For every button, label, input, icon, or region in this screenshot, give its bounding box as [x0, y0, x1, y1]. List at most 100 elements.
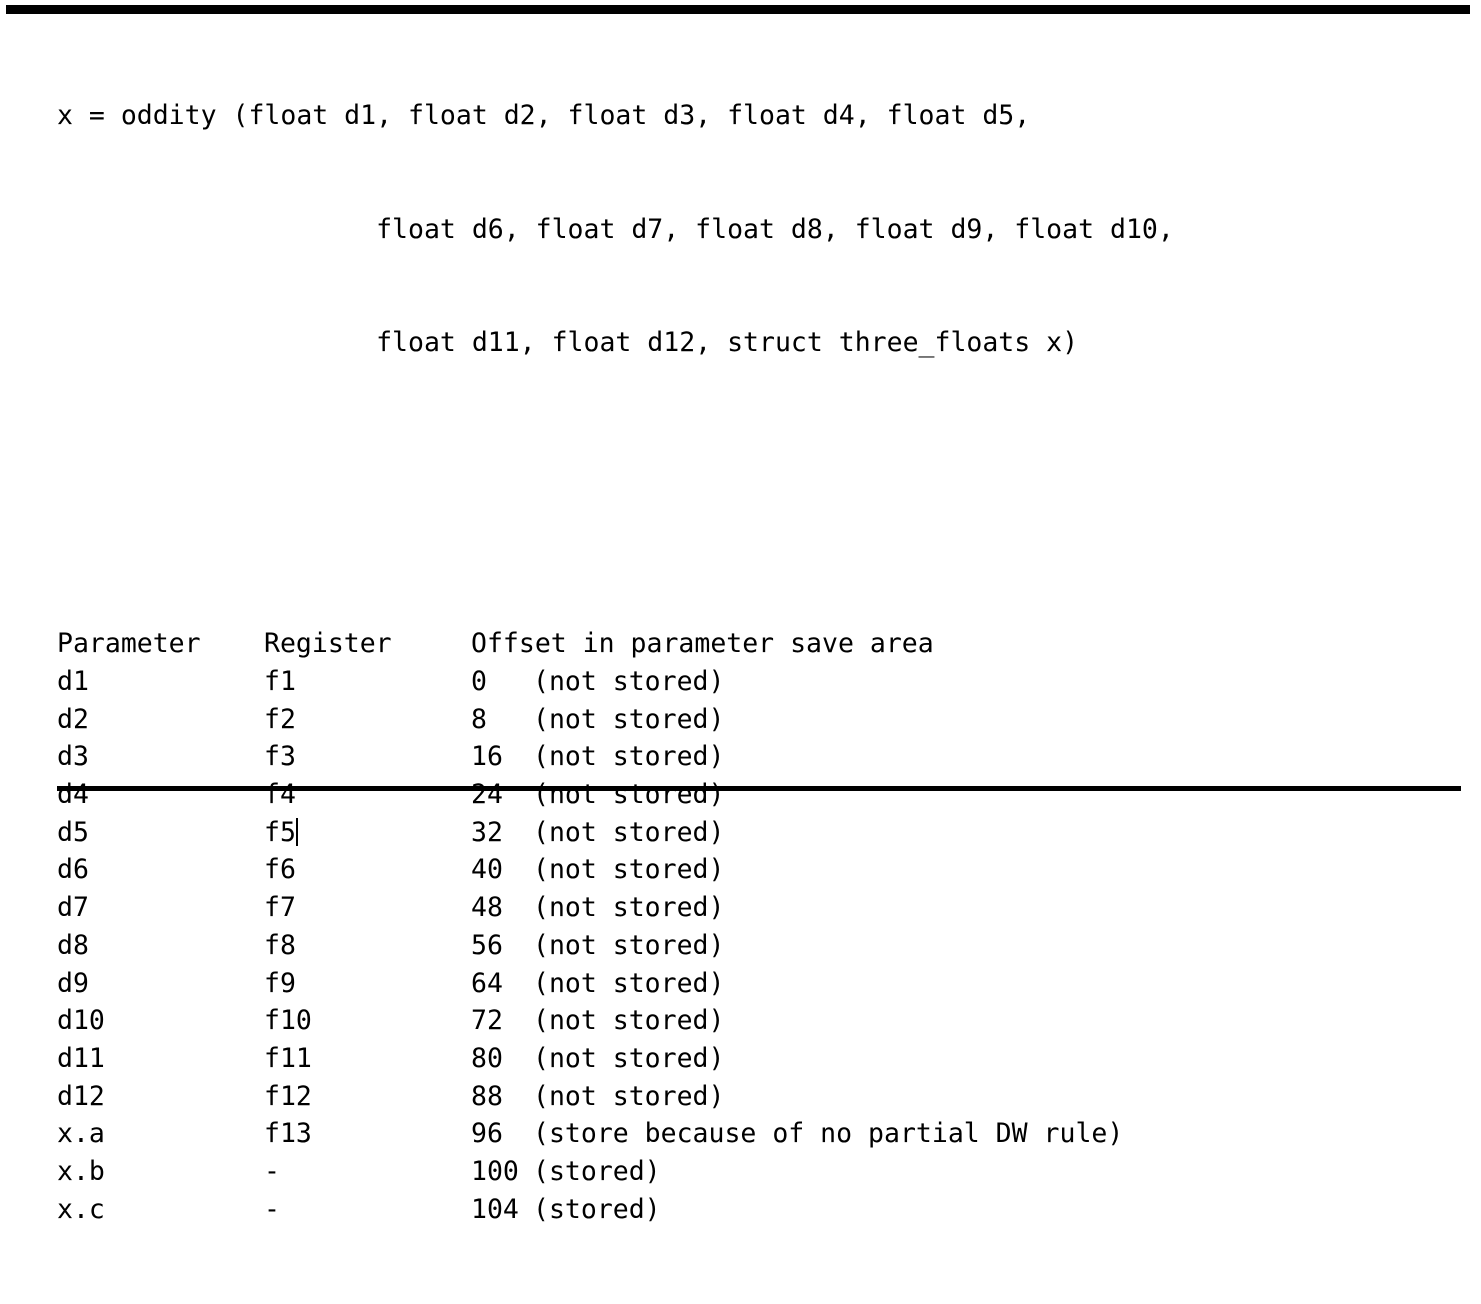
cell-offset: 0(not stored)	[471, 663, 1466, 701]
offset-note: (not stored)	[533, 854, 725, 886]
register-allocation-table: Parameter Register Offset in parameter s…	[57, 625, 1466, 1228]
header-parameter: Parameter	[57, 628, 201, 660]
table-row: d11 f11 80 (not stored)	[57, 1040, 1466, 1078]
offset-note: (not stored)	[533, 929, 725, 961]
cell-register: f2	[264, 701, 471, 739]
cell-register: f8	[264, 927, 471, 965]
cell-register: -	[264, 1191, 471, 1229]
cell-register: -	[264, 1153, 471, 1191]
register-value: f10	[264, 1005, 312, 1037]
register-value: f13	[264, 1118, 312, 1150]
cell-parameter: d7	[57, 892, 89, 924]
register-value: f12	[264, 1080, 312, 1112]
table-row: d8 f8 56 (not stored)	[57, 927, 1466, 965]
cell-offset: 8 (not stored)	[471, 701, 1466, 739]
cell-register: f13	[264, 1115, 471, 1153]
cell-parameter: x.c	[57, 1193, 105, 1225]
cell-parameter: d11	[57, 1042, 105, 1074]
cell-register: f11	[264, 1040, 471, 1078]
offset-note: (not stored)	[533, 665, 725, 697]
cell-offset: 100 (stored)	[471, 1153, 1466, 1191]
cell-offset: 16 (not stored)	[471, 738, 1466, 776]
cell-register: f7	[264, 889, 471, 927]
cell-register: f3	[264, 738, 471, 776]
code-listing[interactable]: x = oddity (float d1, float d2, float d3…	[57, 22, 1467, 1304]
table-row: d2 f2 8 (not stored)	[57, 701, 1466, 739]
offset-note: (not stored)	[533, 967, 725, 999]
cell-offset: 48(not stored)	[471, 889, 1466, 927]
offset-value: 80	[471, 1042, 503, 1074]
cell-parameter: x.b	[57, 1156, 105, 1188]
offset-note: (not stored)	[533, 816, 725, 848]
cell-register: f12	[264, 1078, 471, 1116]
cell-register: f6	[264, 851, 471, 889]
offset-value: 40	[471, 854, 503, 886]
table-row: d6 f6 40 (not stored)	[57, 851, 1466, 889]
offset-note: (stored)	[533, 1193, 661, 1225]
text-cursor-caret	[295, 817, 298, 846]
cell-offset: 80 (not stored)	[471, 1040, 1466, 1078]
offset-note: (not stored)	[533, 1005, 725, 1037]
offset-note: (not stored)	[533, 1042, 725, 1074]
cell-register: f5	[264, 814, 471, 852]
offset-value: 96	[471, 1118, 503, 1150]
table-row: x.a f13 96 (store because of no partial DW …	[57, 1115, 1466, 1153]
cell-parameter: d5	[57, 816, 89, 848]
signature-line-2: float d6, float d7, float d8, float d9, …	[57, 213, 1174, 245]
offset-note: (not stored)	[533, 703, 725, 735]
offset-value: 16	[471, 741, 503, 773]
offset-value: 8	[471, 703, 487, 735]
cell-parameter: d1	[57, 665, 89, 697]
cell-parameter: d10	[57, 1005, 105, 1037]
offset-note: (not stored)	[533, 741, 725, 773]
cell-offset: 96 (store because of no partial DW rule)	[471, 1115, 1466, 1153]
document-page: x = oddity (float d1, float d2, float d3…	[6, 5, 1470, 1225]
top-horizontal-rule	[6, 5, 1470, 14]
register-value: -	[264, 1193, 280, 1225]
offset-note: (not stored)	[533, 892, 725, 924]
offset-value: 72	[471, 1005, 503, 1037]
register-value: f2	[264, 703, 296, 735]
offset-value: 64	[471, 967, 503, 999]
cell-offset: 72 (not stored)	[471, 1002, 1466, 1040]
cell-offset: 56 (not stored)	[471, 927, 1466, 965]
register-value: f9	[264, 967, 296, 999]
header-offset: Offset in parameter save area	[471, 628, 934, 660]
register-value: -	[264, 1156, 280, 1188]
cell-register: f1	[264, 663, 471, 701]
table-row: x.b - 100 (stored)	[57, 1153, 1466, 1191]
offset-value: 24	[471, 779, 503, 811]
cell-offset: 24(not stored)	[471, 776, 1466, 814]
offset-value: 88	[471, 1080, 503, 1112]
offset-value: 56	[471, 929, 503, 961]
cell-parameter: d12	[57, 1080, 105, 1112]
cell-parameter: d2	[57, 703, 89, 735]
cell-parameter: d8	[57, 929, 89, 961]
cell-register: f9	[264, 965, 471, 1003]
offset-note: (store because of no partial DW rule)	[533, 1118, 1124, 1150]
table-row: d10 f10 72 (not stored)	[57, 1002, 1466, 1040]
offset-value: 32	[471, 816, 503, 848]
register-value: f8	[264, 929, 296, 961]
offset-value: 100	[471, 1156, 519, 1188]
signature-line-3: float d11, float d12, struct three_float…	[57, 326, 1079, 358]
table-row: x.c-104(stored)	[57, 1191, 1466, 1229]
cell-register: f10	[264, 1002, 471, 1040]
header-register: Register	[264, 628, 392, 660]
register-value: f6	[264, 854, 296, 886]
cell-parameter: x.a	[57, 1118, 105, 1150]
table-header-row: Parameter Register Offset in parameter s…	[57, 625, 1466, 663]
cell-parameter: d4	[57, 779, 89, 811]
cell-parameter: d6	[57, 854, 89, 886]
blank-spacer-line	[57, 474, 1467, 512]
register-value: f7	[264, 892, 296, 924]
table-row: d7 f7 48(not stored)	[57, 889, 1466, 927]
register-value: f11	[264, 1042, 312, 1074]
offset-note: (stored)	[533, 1156, 661, 1188]
signature-line-1: x = oddity (float d1, float d2, float d3…	[57, 100, 1031, 132]
cell-offset: 40 (not stored)	[471, 851, 1466, 889]
register-value: f1	[264, 665, 296, 697]
